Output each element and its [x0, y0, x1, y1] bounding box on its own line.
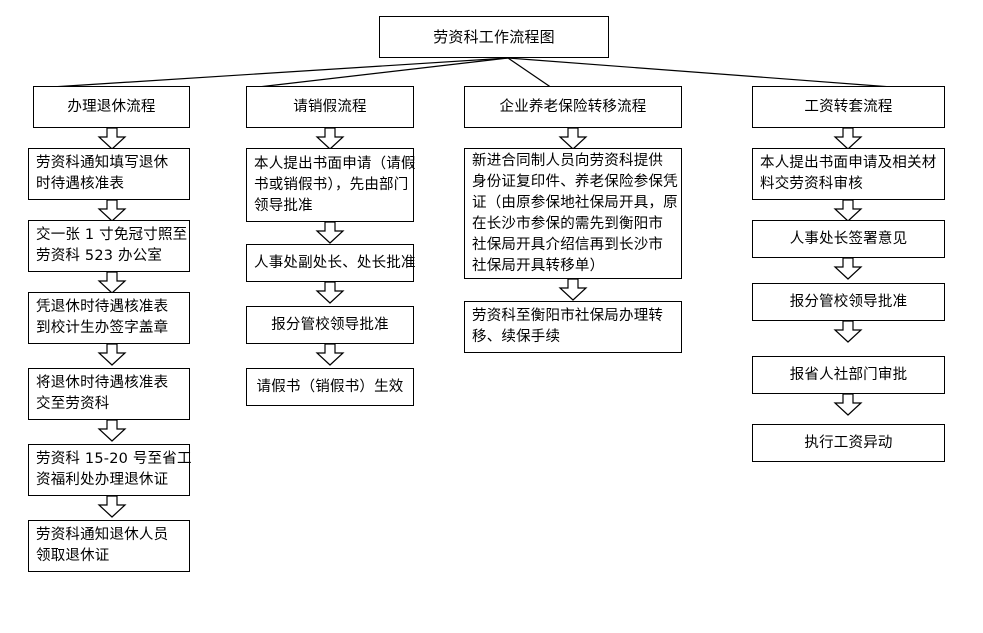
arrow-down [832, 321, 864, 343]
column-header-label: 办理退休流程 [67, 98, 156, 115]
step-line: 领导批准 [254, 197, 313, 214]
flowchart-title: 劳资科工作流程图 [433, 27, 555, 46]
arrow-down [96, 128, 128, 150]
step-line: 报省人社部门审批 [789, 366, 908, 383]
step-line: 报分管校领导批准 [271, 316, 389, 333]
arrow-down [832, 258, 864, 280]
step-box[interactable]: 本人提出书面申请（请假 书或销假书），先由部门 领导批准 [246, 148, 416, 222]
step-line: 社保局开具介绍信再到长沙市 [472, 236, 664, 253]
step-line: 到校计生办签字盖章 [36, 320, 169, 336]
arrow-down [314, 128, 346, 150]
arrow-down [557, 128, 589, 150]
step-box[interactable]: 本人提出书面申请及相关材 料交劳资科审核 [752, 148, 945, 200]
step-line: 移、续保手续 [472, 329, 561, 345]
step-box[interactable]: 劳资科通知退休人员 领取退休证 [28, 520, 190, 572]
arrow-down [832, 394, 864, 416]
step-box[interactable]: 交一张 1 寸免冠寸照至 劳资科 523 办公室 [28, 220, 190, 272]
step-line: 人事处长签署意见 [789, 230, 908, 247]
step-box[interactable]: 执行工资异动 [752, 424, 945, 462]
step-box[interactable]: 新进合同制人员向劳资科提供 身份证复印件、养老保险参保凭 证（由原参保地社保局开… [464, 148, 682, 279]
arrow-down [96, 496, 128, 518]
step-box[interactable]: 劳资科通知填写退休 时待遇核准表 [28, 148, 190, 200]
step-line: 劳资科通知填写退休 [36, 155, 169, 171]
step-box[interactable]: 报分管校领导批准 [246, 306, 414, 344]
step-line: 资福利处办理退休证 [36, 472, 169, 488]
connector-to-salary-conversion [507, 57, 906, 89]
flowchart-title-box: 劳资科工作流程图 [379, 16, 609, 58]
arrow-down [314, 282, 346, 304]
arrow-down [314, 344, 346, 366]
step-line: 新进合同制人员向劳资科提供 [472, 152, 664, 169]
step-line: 劳资科至衡阳市社保局办理转 [472, 308, 664, 324]
arrow-down [96, 272, 128, 294]
column-header-retirement[interactable]: 办理退休流程 [33, 86, 190, 128]
step-line: 交至劳资科 [36, 396, 110, 412]
step-line: 劳资科通知退休人员 [36, 527, 169, 543]
column-header-label: 企业养老保险转移流程 [499, 98, 647, 115]
arrow-down [314, 222, 346, 244]
arrow-down [96, 344, 128, 366]
step-line: 书或销假书），先由部门 [254, 176, 409, 193]
step-line: 劳资科 523 办公室 [36, 248, 163, 264]
step-line: 执行工资异动 [804, 434, 893, 451]
connector-to-leave [249, 57, 509, 89]
step-line: 料交劳资科审核 [760, 176, 863, 192]
step-line: 报分管校领导批准 [789, 293, 908, 310]
step-line: 将退休时待遇核准表 [36, 375, 169, 391]
step-line: 领取退休证 [36, 548, 110, 564]
step-line: 在长沙市参保的需先到衡阳市 [472, 215, 664, 232]
column-header-pension-transfer[interactable]: 企业养老保险转移流程 [464, 86, 682, 128]
column-header-leave[interactable]: 请销假流程 [246, 86, 414, 128]
column-header-salary-conversion[interactable]: 工资转套流程 [752, 86, 945, 128]
arrow-down [832, 200, 864, 222]
step-line: 人事处副处长、处长批准 [254, 254, 416, 271]
column-header-label: 请销假流程 [293, 98, 367, 115]
step-box[interactable]: 人事处副处长、处长批准 [246, 244, 416, 282]
step-box[interactable]: 请假书（销假书）生效 [246, 368, 414, 406]
arrow-down [557, 279, 589, 301]
step-line: 本人提出书面申请（请假 [254, 155, 416, 172]
arrow-down [96, 200, 128, 222]
step-line: 凭退休时待遇核准表 [36, 299, 169, 315]
step-box[interactable]: 劳资科至衡阳市社保局办理转 移、续保手续 [464, 301, 682, 353]
step-line: 本人提出书面申请及相关材 [760, 155, 937, 171]
step-box[interactable]: 凭退休时待遇核准表 到校计生办签字盖章 [28, 292, 190, 344]
step-line: 时待遇核准表 [36, 176, 125, 192]
step-line: 交一张 1 寸免冠寸照至 [36, 227, 188, 243]
step-box[interactable]: 劳资科 15-20 号至省工 资福利处办理退休证 [28, 444, 192, 496]
connector-to-pension-transfer [507, 57, 553, 89]
arrow-down [832, 128, 864, 150]
arrow-down [96, 420, 128, 442]
step-line: 证（由原参保地社保局开具，原 [472, 194, 678, 211]
step-line: 劳资科 15-20 号至省工 [36, 451, 192, 467]
step-box[interactable]: 将退休时待遇核准表 交至劳资科 [28, 368, 190, 420]
column-header-label: 工资转套流程 [804, 98, 893, 115]
step-line: 请假书（销假书）生效 [256, 378, 404, 395]
step-line: 身份证复印件、养老保险参保凭 [472, 173, 678, 190]
connector-to-retirement [35, 57, 509, 89]
step-box[interactable]: 报分管校领导批准 [752, 283, 945, 321]
step-line: 社保局开具转移单） [472, 257, 605, 274]
step-box[interactable]: 报省人社部门审批 [752, 356, 945, 394]
step-box[interactable]: 人事处长签署意见 [752, 220, 945, 258]
